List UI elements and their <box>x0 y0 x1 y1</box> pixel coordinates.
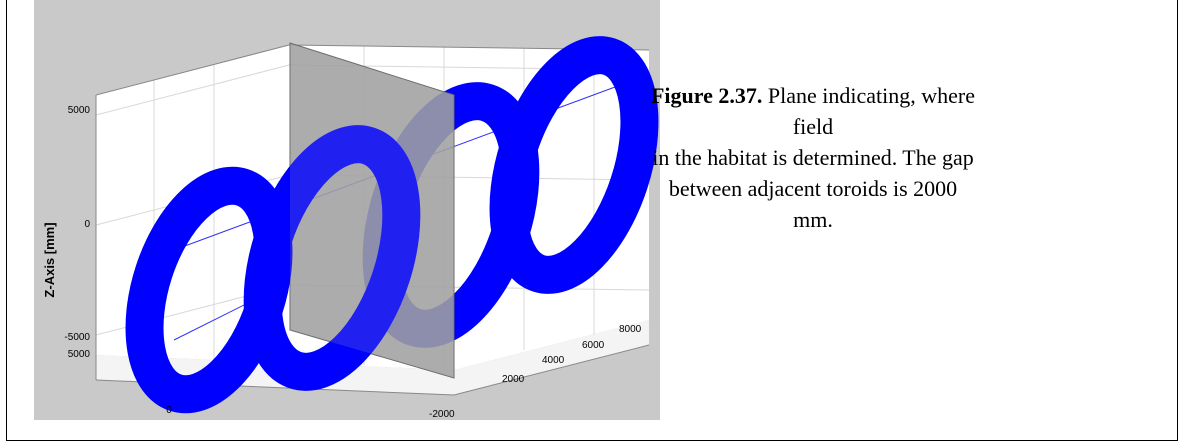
y-tick-5000: 5000 <box>68 349 91 360</box>
caption-text-line2: in the habitat is determined. The gap <box>652 145 974 170</box>
x-tick-6000: 6000 <box>582 340 605 351</box>
caption-label: Figure 2.37. <box>650 83 763 108</box>
z-axis-label: Z-Axis [mm] <box>42 222 57 297</box>
caption-text-line1: Plane indicating, where field <box>767 83 976 139</box>
x-tick-2000: 2000 <box>502 374 525 385</box>
field-plane-overlay <box>290 43 454 378</box>
caption-text-line3: between adjacent toroids is 2000 mm. <box>668 176 958 232</box>
z-tick-5000: 5000 <box>68 105 91 116</box>
figure-caption: Figure 2.37. Plane indicating, where fie… <box>648 80 978 235</box>
toroids-front <box>125 125 421 414</box>
toroid-1 <box>125 166 293 414</box>
x-tick-neg2000: -2000 <box>429 409 455 420</box>
figure-plot: Z-Axis [mm] 5000 0 -5000 5000 0 8000 600… <box>34 0 660 420</box>
y-tick-0: 0 <box>166 405 172 416</box>
z-tick-neg5000: -5000 <box>64 332 90 343</box>
z-tick-0: 0 <box>84 219 90 230</box>
plot-3d: Z-Axis [mm] 5000 0 -5000 5000 0 8000 600… <box>34 0 660 420</box>
x-tick-4000: 4000 <box>542 355 565 366</box>
x-tick-8000: 8000 <box>619 324 642 335</box>
